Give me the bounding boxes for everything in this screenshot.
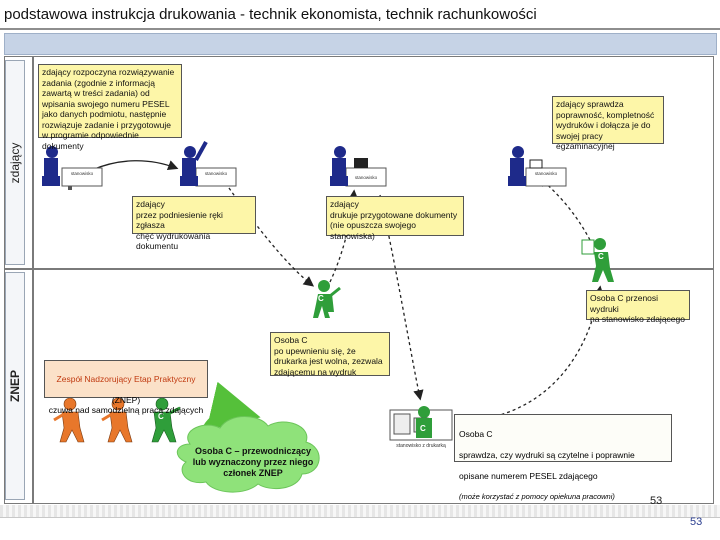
lane-divider-vertical <box>32 57 34 503</box>
znep-member-1 <box>53 397 85 443</box>
znep-member-2 <box>101 397 133 443</box>
lane-label-znep: ZNEP <box>5 272 25 500</box>
page-title: podstawowa instrukcja drukowania - techn… <box>4 6 537 23</box>
verify-heading: Osoba C <box>459 428 493 439</box>
title-rule <box>0 28 720 30</box>
note-osoba-c-permits: Osoba C po upewnieniu się, że drukarka j… <box>270 332 390 377</box>
arrow-person1-to-person2 <box>91 160 179 171</box>
lane-divider-horizontal <box>5 268 713 270</box>
arrow-printer-to-carrier <box>477 285 604 421</box>
badge-c-printer: C <box>420 424 426 433</box>
station-3 <box>330 146 387 187</box>
footer-rule <box>0 517 720 518</box>
verify-line-1: sprawdza, czy wydruki są czytelne i popr… <box>459 449 635 460</box>
note-check-prints: zdający sprawdza poprawność, kompletność… <box>552 96 664 151</box>
page-number-inner: 53 <box>650 495 663 507</box>
znep-member-osoba-c <box>151 397 181 443</box>
cloud-shape <box>176 416 320 493</box>
printer-station <box>389 406 453 441</box>
badge-c-carrier: C <box>598 252 604 261</box>
badge-c-center: C <box>318 294 324 303</box>
note-carry-prints: Osoba C przenosi wydruki na stanowisko z… <box>586 290 690 324</box>
station-2 <box>180 141 237 187</box>
note-printing: zdający drukuje przygotowane dokumenty (… <box>326 196 464 241</box>
verify-line-3: (może korzystać z pomocy opiekuna pracow… <box>459 491 615 501</box>
verify-line-2: opisane numerem PESEL zdającego <box>459 470 598 481</box>
note-start-task: zdający rozpoczyna rozwiązywanie zadania… <box>38 64 182 151</box>
page-number: 53 <box>690 516 703 528</box>
footer-bar <box>0 505 720 517</box>
header-band <box>4 33 717 55</box>
note-osoba-c-verifies: Osoba C sprawdza, czy wydruki są czyteln… <box>454 414 672 501</box>
station-label-2: stanowisko <box>204 171 228 176</box>
station-label-3: stanowisko <box>354 175 378 180</box>
station-label-printer: stanowisko z drukarką <box>396 443 446 449</box>
arrow-raise-hand-to-osobac <box>221 177 315 287</box>
badge-c-znep: C <box>158 412 164 421</box>
osoba-c-figure-center <box>313 280 341 318</box>
znep-team-name: Zespół Nadzorujący Etap Praktyczny <box>56 373 196 384</box>
znep-team-desc: (ZNEP) czuwa nad samodzielną pracą zdają… <box>48 394 204 416</box>
note-raise-hand: zdający przez podniesienie ręki zgłasza … <box>132 196 256 251</box>
station-1 <box>42 146 103 190</box>
osoba-c-figure-carrier <box>581 238 614 282</box>
station-label-4: stanowisko <box>534 171 558 176</box>
cloud-label: Osoba C – przewodniczący lub wyznaczony … <box>192 446 314 478</box>
note-znep-team: Zespół Nadzorujący Etap Praktyczny (ZNEP… <box>44 360 208 415</box>
station-label-1: stanowisko <box>70 171 94 176</box>
station-4 <box>508 146 567 187</box>
lane-label-zdajacy: zdający <box>5 60 25 265</box>
arrow-carrier-to-check <box>538 176 591 241</box>
